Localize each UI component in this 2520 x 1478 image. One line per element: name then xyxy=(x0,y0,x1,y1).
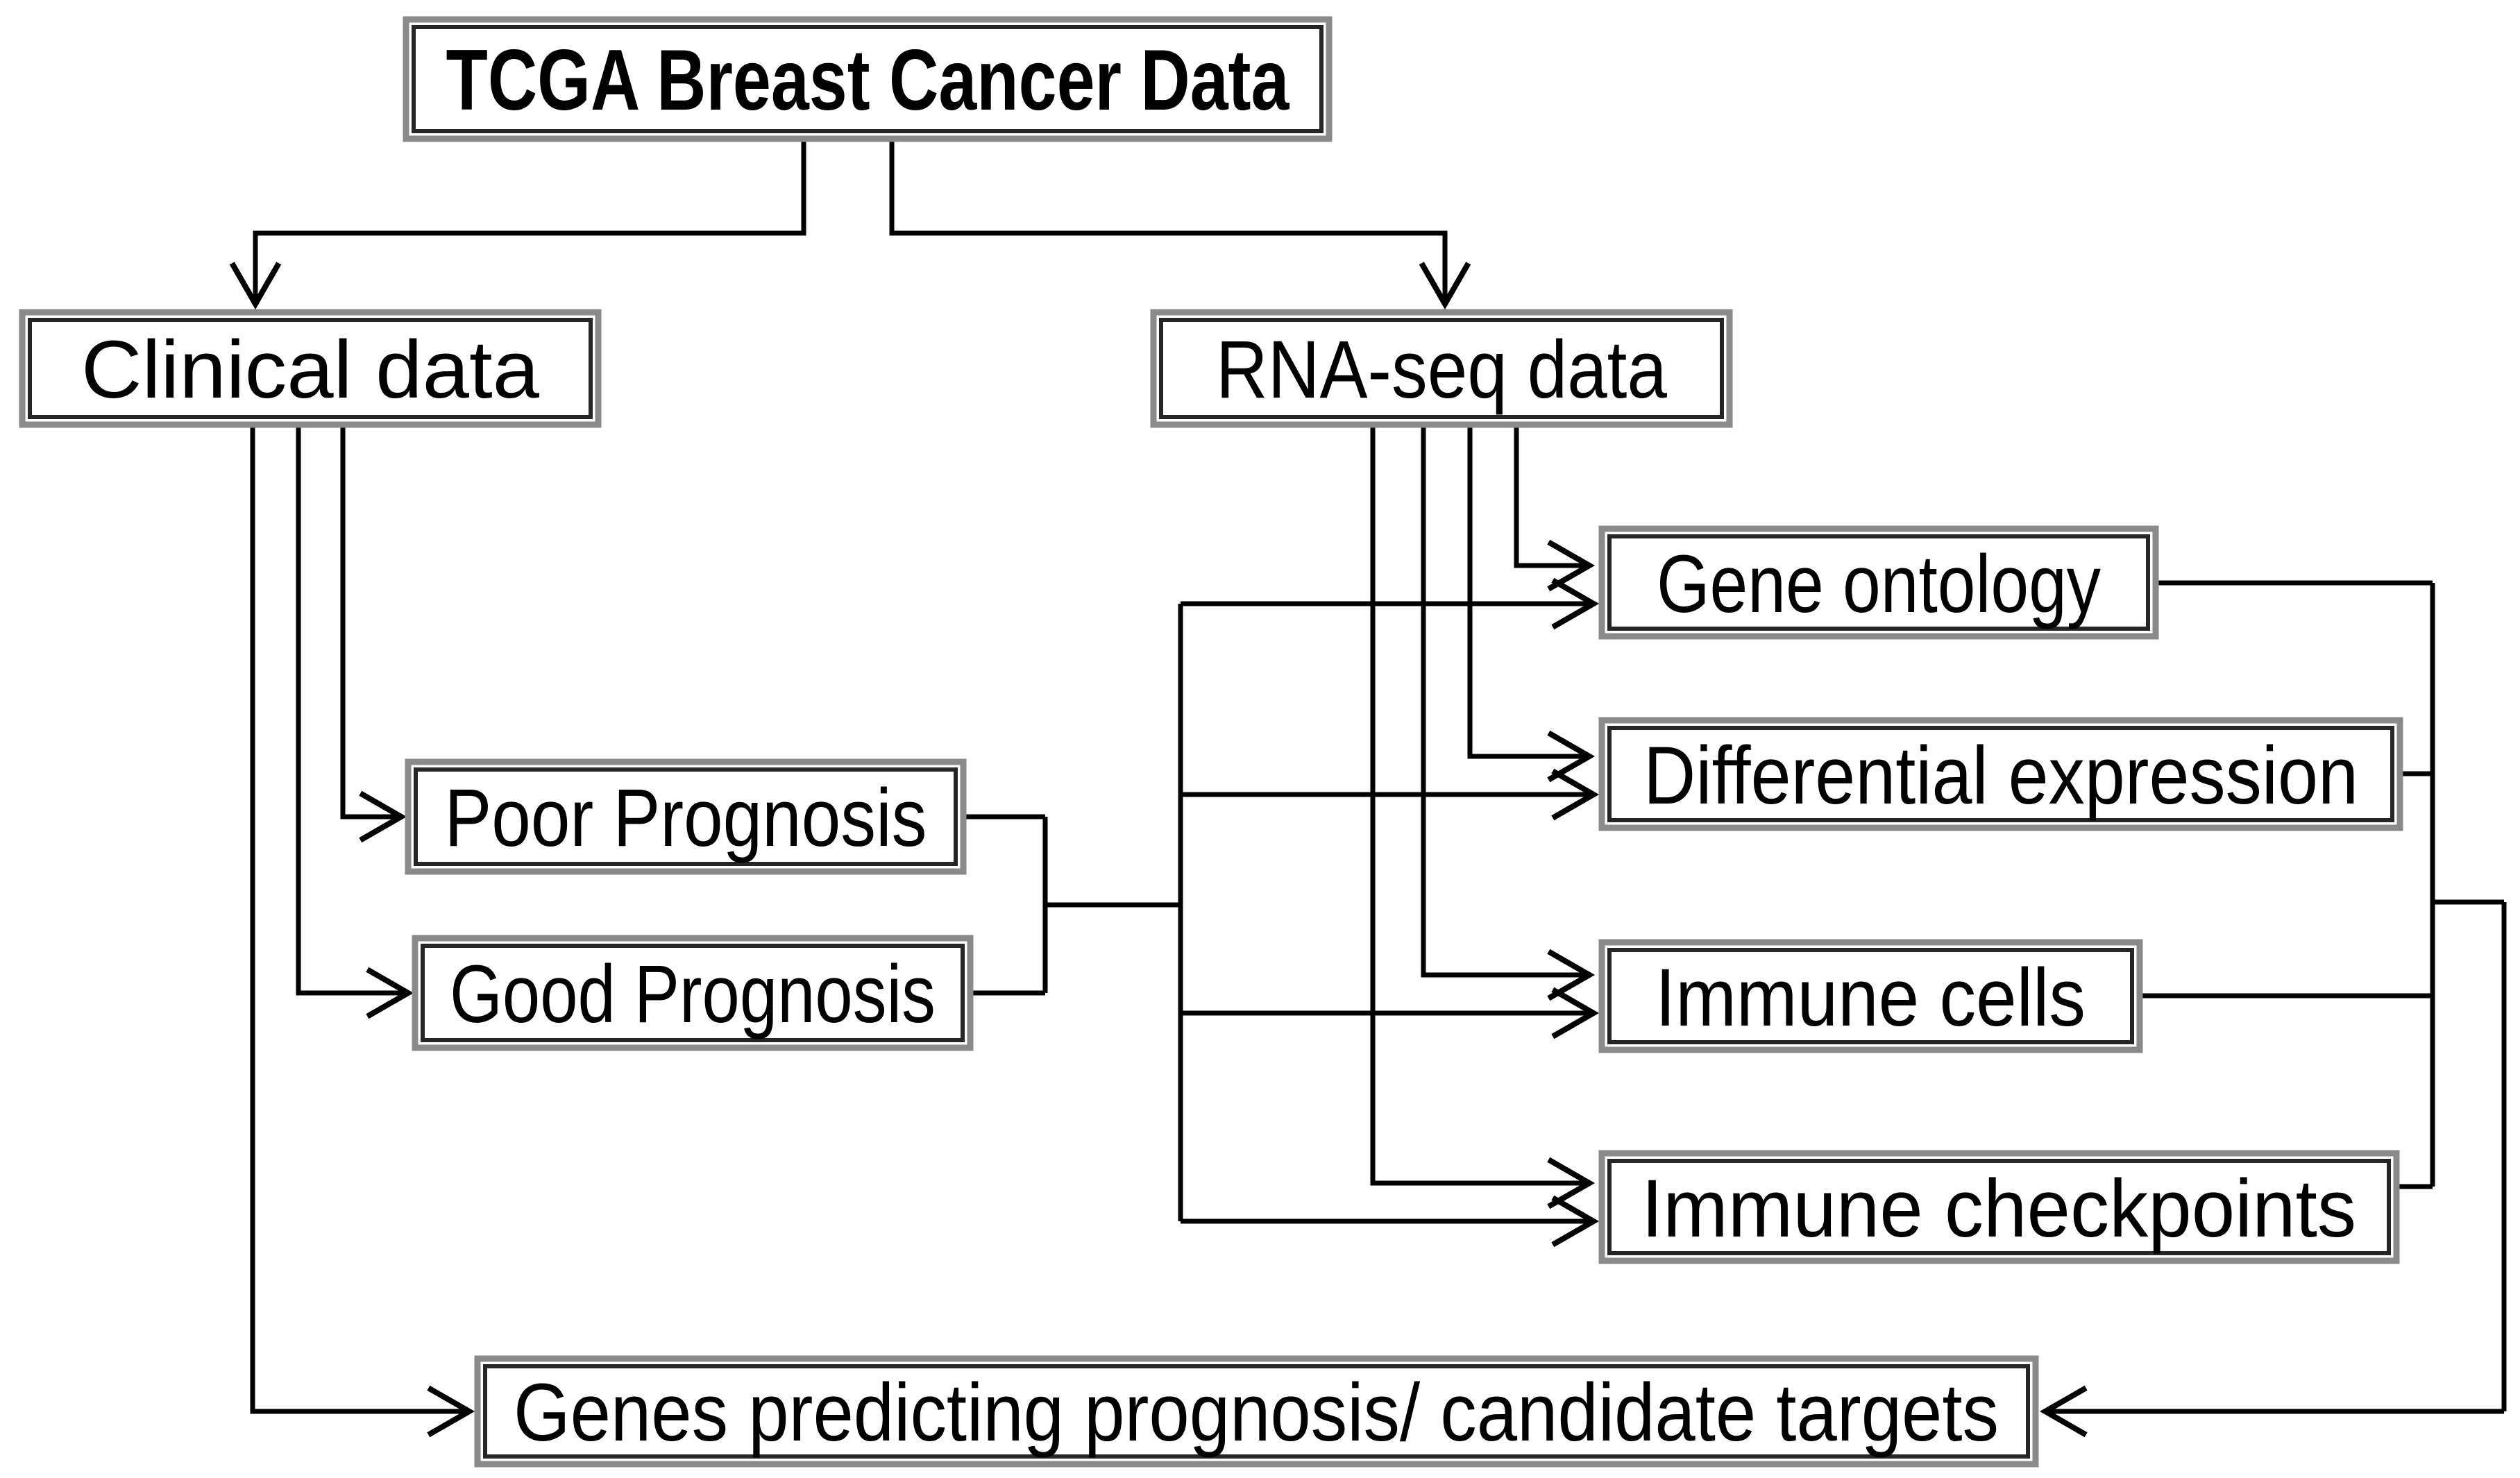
clinical-data-label: Clinical data xyxy=(81,324,539,416)
edge-rnaseq-gene-ontology xyxy=(1514,425,1596,592)
rnaseq-data-box-inner xyxy=(1159,318,1724,419)
edge-tcga-clinical xyxy=(229,139,806,310)
edge-rnaseq-immune-checkpoints xyxy=(1370,425,1596,1209)
clinical-data-box-inner xyxy=(28,318,593,419)
rnaseq-data-box xyxy=(1150,309,1733,428)
tcga-label: TCGA Breast Cancer Data xyxy=(446,33,1290,128)
tcga-box xyxy=(403,16,1333,142)
output-label: Genes predicting prognosis/ candidate ta… xyxy=(514,1367,1999,1459)
node-good-prognosis: Good Prognosis xyxy=(412,935,974,1051)
good-prognosis-box-inner xyxy=(421,944,965,1042)
edge-clinical-output xyxy=(250,425,475,1438)
edge-clinical-good xyxy=(296,425,414,1019)
poor-prognosis-box xyxy=(405,758,967,875)
poor-prognosis-box-inner xyxy=(414,767,958,866)
node-rnaseq-data: RNA-seq data xyxy=(1150,309,1733,428)
tcga-box-inner xyxy=(412,25,1324,133)
immune-cells-label: Immune cells xyxy=(1655,952,2086,1044)
node-immune-checkpoints: Immune checkpoints xyxy=(1598,1150,2400,1264)
good-prognosis-box xyxy=(412,935,974,1051)
rnaseq-data-label: RNA-seq data xyxy=(1216,324,1667,416)
node-clinical-data: Clinical data xyxy=(19,309,602,428)
output-box-inner xyxy=(483,1364,2030,1459)
node-differential-expression: Differential expression xyxy=(1598,717,2403,831)
edge-rnaseq-immune-cells xyxy=(1421,425,1596,1001)
differential-expression-box xyxy=(1598,717,2403,831)
edge-tcga-rnaseq xyxy=(889,139,1471,310)
poor-prognosis-label: Poor Prognosis xyxy=(445,772,927,864)
gene-ontology-label: Gene ontology xyxy=(1657,538,2101,630)
gene-ontology-box xyxy=(1598,525,2159,640)
immune-cells-box-inner xyxy=(1607,948,2134,1044)
differential-expression-box-inner xyxy=(1607,726,2394,822)
edge-clinical-poor xyxy=(340,425,407,843)
node-gene-ontology: Gene ontology xyxy=(1598,525,2159,640)
differential-expression-label: Differential expression xyxy=(1643,730,2358,822)
node-poor-prognosis: Poor Prognosis xyxy=(405,758,967,875)
gene-ontology-box-inner xyxy=(1607,534,2150,631)
node-tcga: TCGA Breast Cancer Data xyxy=(403,16,1333,142)
clinical-data-box xyxy=(19,309,602,428)
output-box xyxy=(474,1355,2039,1468)
node-immune-cells: Immune cells xyxy=(1598,939,2143,1053)
immune-checkpoints-box xyxy=(1598,1150,2400,1264)
good-prognosis-label: Good Prognosis xyxy=(450,949,936,1040)
immune-checkpoints-label: Immune checkpoints xyxy=(1641,1163,2356,1255)
immune-cells-box xyxy=(1598,939,2143,1053)
immune-checkpoints-box-inner xyxy=(1607,1159,2391,1255)
edge-rnaseq-diff-expression xyxy=(1467,425,1596,783)
node-output: Genes predicting prognosis/ candidate ta… xyxy=(474,1355,2039,1468)
